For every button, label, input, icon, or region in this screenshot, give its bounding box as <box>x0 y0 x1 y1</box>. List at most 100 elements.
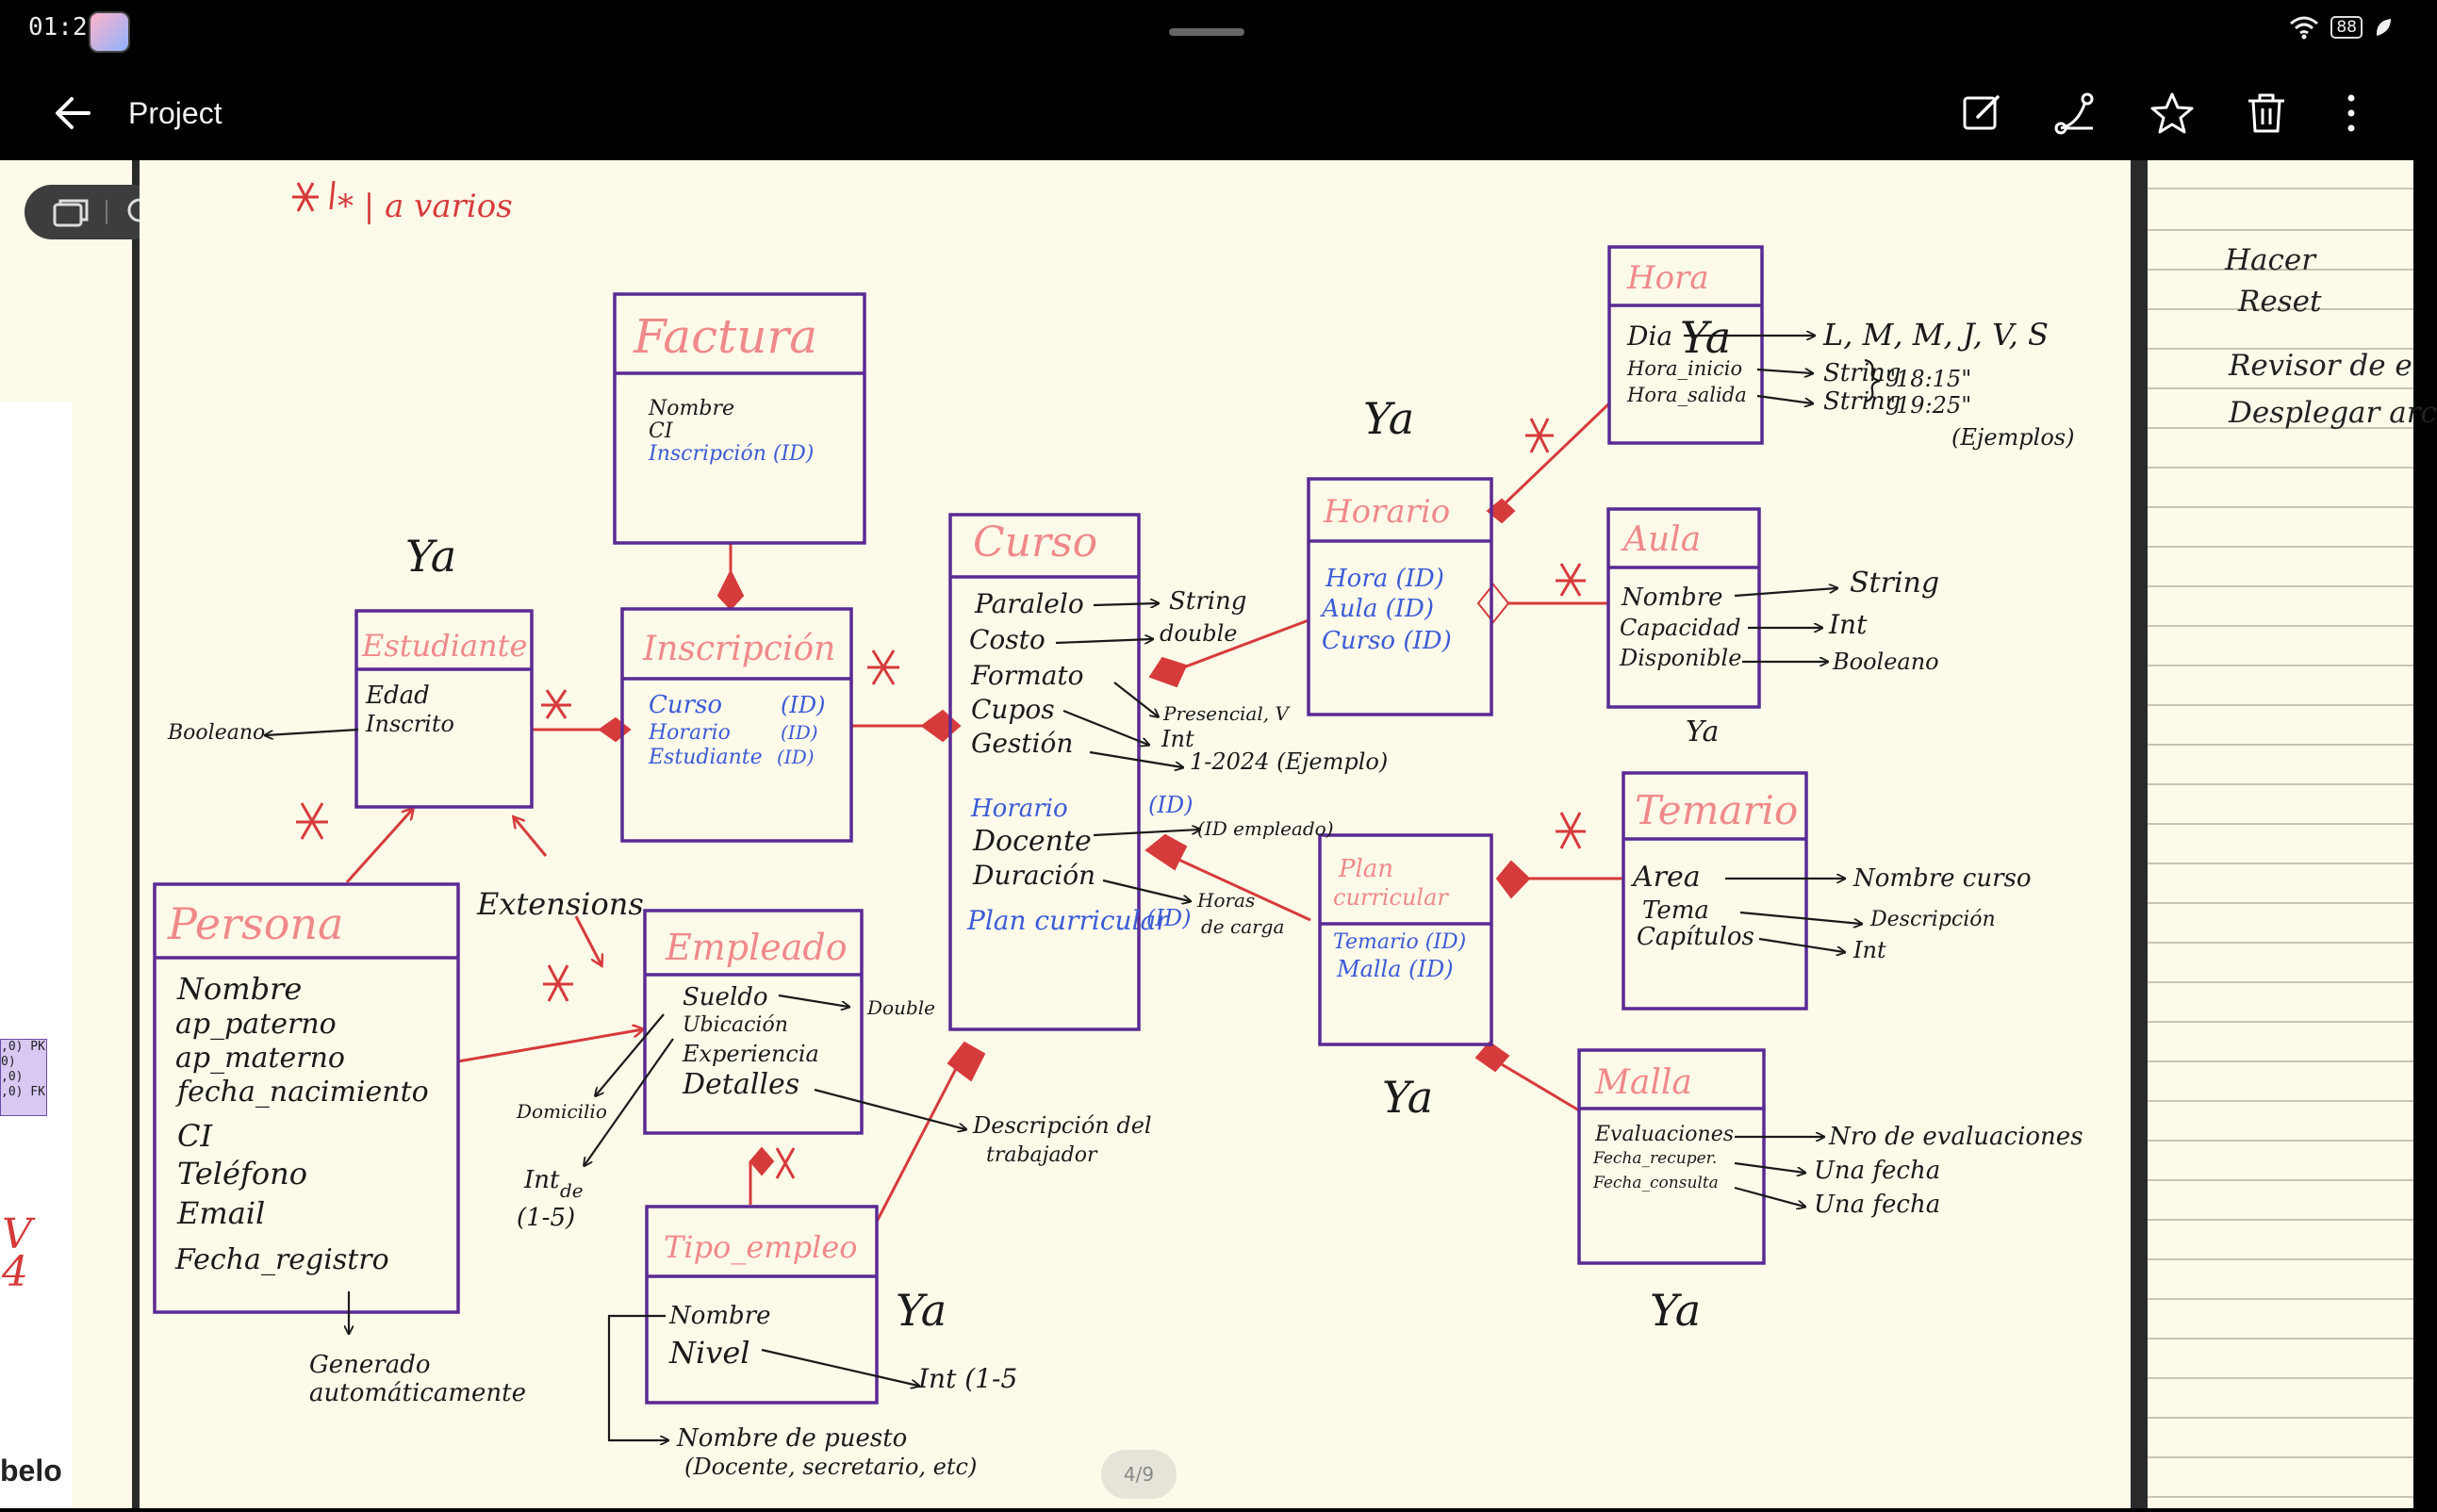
type-label: (Docente, secretario, etc) <box>684 1454 977 1480</box>
type-label: String <box>1850 567 1939 600</box>
previous-page[interactable]: ,0) PK 0) ,0) ,0) FK V 4 belo <box>0 160 132 1508</box>
page-indicator[interactable]: 4/9 <box>1101 1450 1177 1499</box>
system-icons: 88 <box>2289 15 2393 40</box>
notification-app-icon <box>89 11 130 53</box>
curso-attr: Horario <box>970 795 1068 823</box>
ya-annotation: Ya <box>1680 312 1731 363</box>
legend-text: * | a varios <box>338 188 513 225</box>
attribute-arrows <box>266 336 1881 1440</box>
temario-attr: Tema <box>1642 896 1709 925</box>
curso-attr: Duración <box>972 860 1095 891</box>
type-label: String <box>1823 359 1901 387</box>
more-options-icon[interactable] <box>2325 87 2378 140</box>
previous-page-panel <box>0 402 72 1508</box>
plan-title: curricular <box>1333 884 1449 911</box>
hora-title: Hora <box>1626 259 1709 297</box>
factura-attr: Inscripción (ID) <box>648 442 814 466</box>
edit-icon[interactable] <box>1955 87 2008 140</box>
page-title: Project <box>128 96 222 130</box>
type-label: Horas <box>1196 889 1255 912</box>
back-arrow-icon[interactable] <box>47 87 100 140</box>
type-label: String <box>1169 587 1246 616</box>
type-label: Descripción <box>1869 908 1996 931</box>
tipo-empleo-title: Tipo_empleo <box>664 1229 858 1265</box>
ya-annotation: Ya <box>1382 1072 1433 1123</box>
inscripcion-id: (ID) <box>781 721 818 744</box>
malla-attr: Fecha_consulta <box>1592 1174 1719 1192</box>
ya-annotation: Ya <box>896 1285 947 1336</box>
type-label: Nombre curso <box>1852 864 2032 893</box>
plan-title: Plan <box>1338 855 1393 883</box>
notebook-canvas[interactable]: ,0) PK 0) ,0) ,0) FK V 4 belo <box>0 160 2437 1508</box>
tipo-empleo-attr: Nivel <box>668 1335 749 1371</box>
star-icon[interactable] <box>2146 87 2198 140</box>
ya-annotation: Ya <box>1363 393 1414 444</box>
type-label: Int <box>523 1166 560 1194</box>
temario-title: Temario <box>1635 787 1798 833</box>
plan-attr: Temario (ID) <box>1333 930 1466 954</box>
curso-attr: Gestión <box>971 728 1073 759</box>
type-label: Booleano <box>1832 649 1939 675</box>
drag-handle[interactable] <box>1169 28 1244 36</box>
hora-attr: Hora_inicio <box>1626 357 1742 380</box>
estudiante-title: Estudiante <box>361 628 527 664</box>
type-label: Una fecha <box>1814 1157 1940 1185</box>
tipo-empleo-attr: Nombre <box>668 1302 771 1330</box>
table-row: 0) <box>1 1055 16 1069</box>
persona-attr: ap_materno <box>175 1042 345 1075</box>
empleado-attr: Sueldo <box>683 983 768 1011</box>
curso-attr: Cupos <box>971 694 1055 725</box>
persona-attr: Nombre <box>176 971 302 1007</box>
wifi-icon <box>2290 16 2319 40</box>
factura-title: Factura <box>633 309 817 364</box>
aula-attr: Disponible <box>1619 645 1741 671</box>
type-label: Booleano <box>167 721 265 745</box>
horario-attr: Curso (ID) <box>1322 627 1452 655</box>
type-label: L, M, M, J, V, S <box>1822 317 2049 353</box>
type-label: (Ejemplos) <box>1951 424 2074 451</box>
persona-attr: ap_paterno <box>175 1008 337 1041</box>
lasso-icon[interactable] <box>2050 87 2102 140</box>
horario-attr: Hora (ID) <box>1325 565 1444 593</box>
aula-attr: Nombre <box>1621 583 1723 612</box>
previous-page-text: belo <box>0 1454 62 1487</box>
top-toolbar: Project <box>0 64 2413 160</box>
curso-attr: Plan curricular <box>966 905 1170 936</box>
status-bar: 01:25 88 <box>0 0 2413 64</box>
relationship-lines <box>345 402 1623 1223</box>
malla-attr: Evaluaciones <box>1594 1123 1734 1146</box>
hora-attr: Hora_salida <box>1626 384 1747 406</box>
battery-icon: 88 <box>2330 16 2363 39</box>
malla-title: Malla <box>1594 1063 1692 1102</box>
horario-attr: Aula (ID) <box>1320 595 1434 623</box>
temario-attr: Capítulos <box>1637 923 1754 951</box>
cardinality-stars <box>292 180 1586 1179</box>
type-label: String <box>1823 387 1901 416</box>
factura-attr: Nombre <box>648 397 734 420</box>
curso-id: (ID) <box>1148 792 1193 818</box>
malla-attr: Fecha_recuper. <box>1592 1149 1717 1168</box>
next-page[interactable]: Hacer Reset Revisor de e Desplegar arc <box>2148 160 2437 1508</box>
inscripcion-title: Inscripción <box>642 630 835 668</box>
page-overview-icon[interactable] <box>51 197 91 229</box>
type-label: trabajador <box>986 1143 1098 1167</box>
type-label: Nombre de puesto <box>676 1424 907 1453</box>
type-label: double <box>1160 620 1238 647</box>
type-label: de <box>560 1179 584 1202</box>
type-label: Descripción del <box>972 1112 1152 1139</box>
note-label: Generado <box>309 1351 431 1379</box>
table-row: ,0) PK <box>1 1040 45 1054</box>
type-label: Nro de evaluaciones <box>1828 1123 2083 1151</box>
persona-attr: fecha_nacimiento <box>175 1076 429 1109</box>
previous-page-table: ,0) PK 0) ,0) ,0) FK <box>0 1039 47 1116</box>
type-label: 1-2024 (Ejemplo) <box>1190 748 1388 775</box>
inscripcion-id: (ID) <box>781 692 825 718</box>
trash-icon[interactable] <box>2240 87 2293 140</box>
table-row: ,0) <box>1 1070 24 1084</box>
type-label: Presencial, V <box>1162 702 1291 725</box>
inscripcion-attr: Horario <box>648 721 731 745</box>
empleado-attr: Detalles <box>682 1068 799 1101</box>
inscripcion-id: (ID) <box>777 746 815 768</box>
